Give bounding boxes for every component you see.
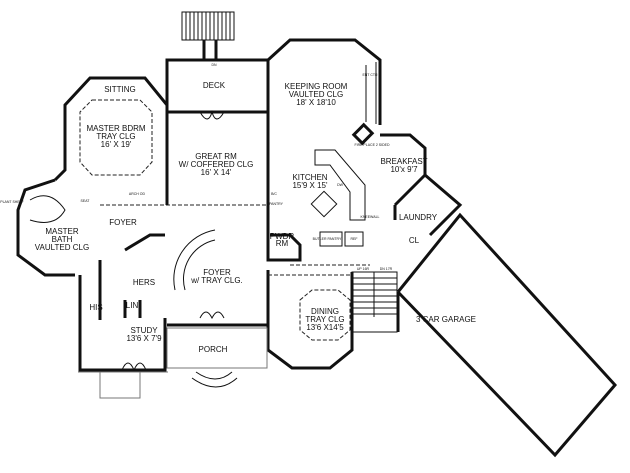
note-pantry: PANTRY <box>269 202 284 206</box>
garage-stairs <box>351 271 398 333</box>
label-keeping-room-size: 18' X 18'10 <box>296 98 336 107</box>
note-dw: DW <box>337 183 344 187</box>
label-breakfast: BREAKFAST <box>380 157 427 166</box>
keeping-room-walls <box>266 38 382 125</box>
note-ref: REF <box>351 237 358 241</box>
label-dining: DINING <box>311 307 339 316</box>
label-dining-clg: TRAY CLG <box>305 315 344 324</box>
note-butler-pantry: BUTLER PANTRY <box>313 237 342 241</box>
note-seat: SEAT <box>81 199 91 203</box>
label-lin: LIN <box>126 301 139 310</box>
label-master-bath-clg: VAULTED CLG <box>35 243 89 252</box>
rear-stairs <box>181 11 235 60</box>
label-cl: CL <box>409 236 420 245</box>
label-great-rm: GREAT RM <box>195 152 237 161</box>
label-his: HIS <box>89 303 102 312</box>
note-dn17: DN 17R <box>380 267 393 271</box>
label-great-rm-clg: W/ COFFERED CLG <box>179 160 254 169</box>
note-dn: DN <box>211 63 217 67</box>
breakfast-walls <box>380 133 427 175</box>
note-fireplace: FIRE PLACE 2 SIDED <box>354 143 389 147</box>
label-dining-size: 13'6 X14'5 <box>306 323 344 332</box>
note-ent-ctr: ENT CTR <box>362 73 378 77</box>
note-up: UP 16R <box>357 267 370 271</box>
label-kitchen: KITCHEN <box>292 173 327 182</box>
kitchen-counter <box>314 149 366 221</box>
label-breakfast-size: 10'x 9'7 <box>390 165 418 174</box>
label-master-bdrm: MASTER BDRM <box>86 124 145 133</box>
master-bath-walls <box>16 178 75 277</box>
label-pwdr: PWDR <box>270 232 295 241</box>
label-foyer: FOYER <box>203 268 231 277</box>
label-keeping-room-clg: VAULTED CLG <box>289 90 343 99</box>
garage-walls <box>396 212 618 458</box>
laundry-walls <box>393 173 463 237</box>
label-sitting: SITTING <box>104 85 136 94</box>
label-master-bath: MASTER <box>45 227 79 236</box>
label-hers: HERS <box>133 278 155 287</box>
note-plant-shelf: PLANT SHELF <box>0 200 23 204</box>
master-bedroom-walls <box>53 76 169 205</box>
label-foyer-small: FOYER <box>109 218 137 227</box>
note-bc: B/C <box>271 192 277 196</box>
label-study: STUDY <box>130 326 158 335</box>
kitchen-island <box>310 190 338 218</box>
label-master-bdrm-clg: TRAY CLG <box>96 132 135 141</box>
label-laundry: LAUNDRY <box>399 213 438 222</box>
label-keeping-room: KEEPING ROOM <box>285 82 348 91</box>
label-great-rm-size: 16' X 14' <box>201 168 232 177</box>
label-master-bdrm-size: 16' X 19' <box>101 140 132 149</box>
label-kitchen-size: 15'9 X 15' <box>292 181 328 190</box>
curved-stair <box>173 229 216 291</box>
label-study-size: 13'6 X 7'9 <box>126 334 162 343</box>
note-kneewall: KNEEWALL <box>361 215 380 219</box>
label-porch: PORCH <box>199 345 228 354</box>
label-deck: DECK <box>203 81 226 90</box>
dining-walls <box>266 270 354 370</box>
label-foyer-clg: w/ TRAY CLG. <box>190 276 243 285</box>
label-master-bath-2: BATH <box>52 235 73 244</box>
label-pwdr-rm: RM <box>276 239 289 248</box>
label-garage: 3 CAR GARAGE <box>416 315 476 324</box>
note-arch-od: ARCH OD <box>129 192 146 196</box>
